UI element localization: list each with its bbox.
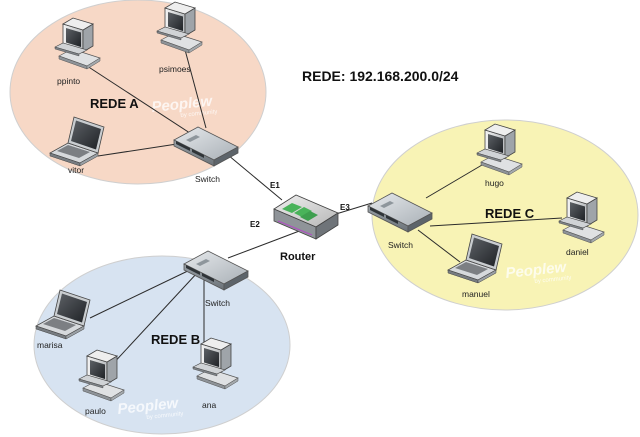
port-e1: E1 [270, 181, 280, 190]
watermark-tagline: by community [534, 275, 571, 285]
router-icon[interactable] [273, 194, 339, 240]
router-label: Router [280, 251, 316, 263]
ana-label: ana [202, 400, 216, 410]
daniel-label: daniel [566, 247, 589, 257]
port-e3: E3 [340, 203, 350, 212]
paulo-label: paulo [85, 406, 106, 416]
vitor-label: vitor [68, 165, 84, 175]
switch-a-label: Switch [195, 174, 220, 184]
rede-b-label: REDE B [151, 332, 200, 347]
marisa-label: marisa [37, 340, 63, 350]
watermark-c: Peoplew by community [505, 259, 572, 285]
watermark-brand: Peoplew [117, 395, 181, 418]
watermark-tagline: by community [146, 411, 183, 421]
rede-a-label: REDE A [90, 96, 139, 111]
hugo-label: hugo [485, 178, 504, 188]
network-title: REDE: 192.168.200.0/24 [302, 68, 459, 84]
psimoes-label: psimoes [159, 64, 191, 74]
switch-c-label: Switch [388, 240, 413, 250]
rede-c-zone [371, 119, 639, 311]
ppinto-label: ppinto [57, 76, 80, 86]
watermark-brand: Peoplew [505, 259, 569, 282]
port-e2: E2 [250, 220, 260, 229]
watermark-tagline: by community [180, 109, 217, 119]
rede-c-label: REDE C [485, 206, 535, 221]
manuel-label: manuel [462, 289, 490, 299]
watermark-b: Peoplew by community [117, 395, 184, 421]
switch-b-label: Switch [205, 298, 230, 308]
